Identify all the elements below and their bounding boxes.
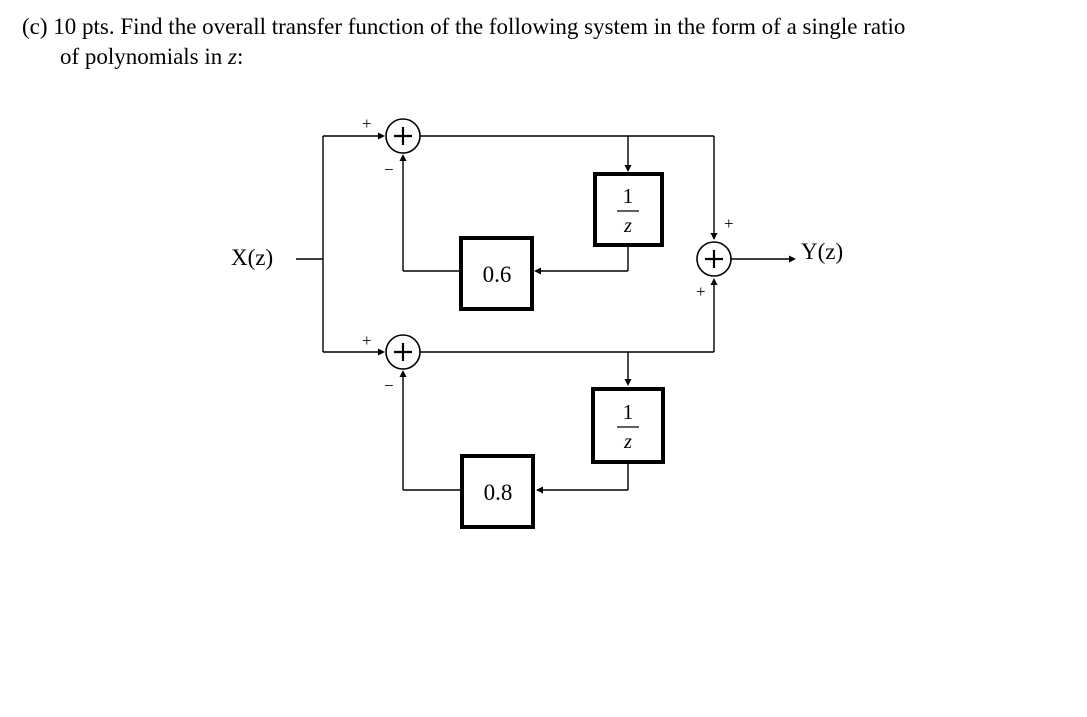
- bottom-gain-arrow: [536, 486, 543, 494]
- top-sum-minus-sign: −: [384, 160, 394, 179]
- output-sum-top-arrow: [710, 233, 718, 240]
- top-delay-denominator: z: [623, 215, 632, 237]
- top-sum-plus-sign: +: [362, 114, 372, 133]
- output-sum-bottom-arrow: [710, 278, 718, 285]
- bottom-gain-block: [460, 454, 535, 529]
- output-sum-top-plus: +: [724, 214, 734, 233]
- bottom-summing-junction: [385, 334, 421, 370]
- bottom-feedback-arrow: [399, 370, 407, 377]
- problem-text-line2-suffix: :: [236, 44, 244, 69]
- problem-variable: z: [228, 44, 237, 69]
- top-gain-block: [459, 236, 534, 311]
- input-label: X(z): [231, 245, 273, 270]
- bottom-gain-value: 0.8: [484, 480, 513, 505]
- top-input-arrow: [378, 132, 385, 140]
- top-delay-numerator: 1: [623, 184, 634, 208]
- problem-points: 10 pts.: [53, 14, 115, 39]
- bottom-sum-plus-sign: +: [362, 331, 372, 350]
- top-gain-arrow: [534, 267, 541, 275]
- top-feedback-arrow: [399, 154, 407, 161]
- problem-label: (c): [22, 14, 48, 39]
- bottom-delay-arrow: [624, 379, 632, 386]
- bottom-delay-numerator: 1: [623, 400, 634, 424]
- top-delay-block: [593, 172, 664, 247]
- output-sum-bottom-plus: +: [696, 282, 706, 301]
- output-arrow: [789, 255, 796, 263]
- problem-text-line2: of polynomials in z:: [22, 42, 1072, 72]
- problem-statement: (c) 10 pts. Find the overall transfer fu…: [22, 12, 1072, 72]
- bottom-delay-denominator: z: [623, 431, 632, 453]
- bottom-input-arrow: [378, 348, 385, 356]
- top-delay-arrow: [624, 165, 632, 172]
- problem-text-line1: Find the overall transfer function of th…: [120, 14, 906, 39]
- top-gain-value: 0.6: [483, 262, 512, 287]
- problem-text-line2-prefix: of polynomials in: [60, 44, 229, 69]
- bottom-sum-minus-sign: −: [384, 376, 394, 395]
- top-summing-junction: [385, 118, 421, 154]
- output-label: Y(z): [801, 239, 843, 264]
- output-summing-junction: [696, 241, 732, 277]
